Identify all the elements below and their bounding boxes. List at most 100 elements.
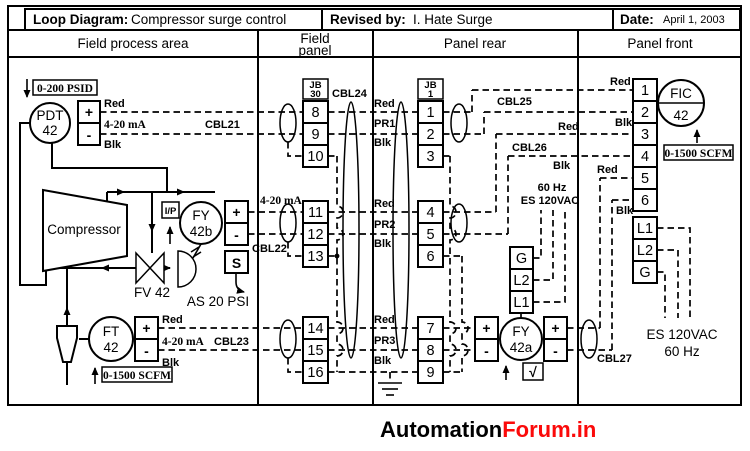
control-valve-fv42: FV 42 (134, 250, 197, 300)
terminal-label: 4 (426, 205, 434, 221)
jb1-label: JB (424, 80, 436, 91)
power-freq-label: 60 Hz (538, 182, 567, 194)
wire-color-label: Red (104, 98, 125, 110)
fy42b-tag-number: 42b (190, 224, 213, 239)
cable-label-cbl23: CBL23 (214, 336, 249, 348)
cable-jacket-ellipse (392, 101, 410, 359)
fy42b-tag: FY (192, 208, 209, 223)
signal-range-label: 4-20 mA (104, 119, 147, 131)
terminal-label: 7 (426, 321, 434, 337)
ip-label: I/P (165, 206, 177, 217)
header-field-process-area: Field process area (77, 36, 189, 51)
pair3-blk-label: Blk (374, 355, 392, 367)
cable-shield-ellipse (450, 203, 468, 243)
pair2-blk-label: Blk (374, 238, 392, 250)
compressor: Compressor (42, 188, 128, 273)
fy42a-left-plus-terminal: + (482, 320, 490, 336)
fy42a-right-minus-terminal: - (553, 343, 558, 359)
jb1-number: 1 (428, 89, 434, 100)
cbl27-wires: CBL27 Red Blk (567, 164, 634, 365)
footer-brand: AutomationForum.in (380, 417, 596, 442)
jb30-number: 30 (310, 89, 321, 100)
terminal-label: 9 (311, 127, 319, 143)
cable-label-cbl21: CBL21 (205, 119, 240, 131)
pair1-red-label: Red (374, 98, 395, 110)
terminal-label: G (516, 251, 527, 267)
shield-risers (443, 155, 469, 373)
fic-range-label: 0-1500 SCFM (664, 148, 732, 160)
terminal-label: 3 (426, 149, 434, 165)
cable-label-cbl25: CBL25 (497, 96, 532, 108)
terminal-label: 6 (641, 193, 649, 209)
loop-diagram-label: Loop Diagram: (33, 12, 128, 27)
cbl22-wires: 4-20 mA CBL22 (248, 195, 303, 257)
terminal-label: 2 (426, 127, 434, 143)
junction-dot (334, 253, 340, 259)
terminal-label: 14 (307, 321, 323, 337)
revised-by-label: Revised by: (330, 12, 406, 27)
power-freq-label: 60 Hz (664, 344, 700, 359)
jb1-terminal-block: JB 1 1 2 3 4 5 6 7 8 9 (417, 78, 444, 384)
power-source-label: ES 120VAC (521, 195, 580, 207)
terminal-label: 5 (641, 171, 649, 187)
terminal-label: 4 (641, 149, 649, 165)
wire-color-label: Blk (104, 139, 122, 151)
terminal-label: L2 (637, 243, 653, 259)
ft-transmitter: FT 42 + - 0-1500 SCFM (56, 316, 173, 384)
cbl25-wires: CBL25 (443, 89, 633, 143)
jb30-terminal-block: JB 30 8 9 10 11 12 13 14 15 16 (302, 78, 329, 384)
fy42a-tag-number: 42a (510, 340, 533, 355)
wire-color-label: Blk (615, 117, 633, 129)
ip-box (161, 201, 180, 219)
fic-range-box (663, 144, 734, 161)
wire-color-label: Blk (616, 205, 634, 217)
terminal-label: 13 (307, 249, 323, 265)
terminal-label: 8 (311, 105, 319, 121)
cable-label-cbl27: CBL27 (597, 353, 632, 365)
header-field-panel-line1: Field (300, 31, 329, 46)
terminal-label: 3 (641, 127, 649, 143)
cable-shield-ellipse (450, 103, 468, 143)
cbl24-cable: CBL24 Red PR1 Blk Red PR2 Blk Red PR3 Bl… (328, 88, 418, 373)
terminal-label: 16 (307, 365, 323, 381)
power-wiring-rear: 60 Hz ES 120VAC (520, 182, 580, 318)
terminal-label: L2 (513, 273, 529, 289)
power-terminal-block-rear: G L2 L1 (509, 246, 534, 314)
fy42a-converter: + - FY 42a + - √ (443, 316, 568, 381)
wire-color-label: Blk (553, 160, 571, 172)
fy42b-s-terminal: S (232, 255, 241, 271)
jb30-label: JB (309, 80, 321, 91)
title-bar: Loop Diagram: Compressor surge control R… (33, 12, 725, 27)
cable-shield-ellipse (279, 319, 297, 359)
cable-shield-ellipse (580, 319, 598, 359)
compressor-label: Compressor (47, 222, 121, 237)
terminal-label: 8 (426, 343, 434, 359)
column-headers: Field process area Field panel Panel rea… (77, 31, 692, 58)
fy42b-minus-terminal: - (234, 227, 239, 243)
cable-jacket-ellipse (342, 101, 360, 359)
revised-by-value: I. Hate Surge (413, 12, 493, 27)
terminal-label: 2 (641, 105, 649, 121)
brand-black: Automation (380, 417, 502, 442)
terminal-label: 9 (426, 365, 434, 381)
terminal-label: 10 (307, 149, 323, 165)
pair3-red-label: Red (374, 314, 395, 326)
header-panel-rear: Panel rear (444, 36, 507, 51)
fic-tag-number: 42 (673, 108, 688, 123)
pair2-red-label: Red (374, 198, 395, 210)
header-field-panel-line2: panel (298, 43, 331, 58)
pair2-name-label: PR2 (374, 219, 395, 231)
valve-label: FV 42 (134, 285, 170, 300)
pdt-tag: PDT (37, 108, 64, 123)
fy42a-right-plus-terminal: + (551, 320, 559, 336)
fy42a-left-minus-terminal: - (484, 343, 489, 359)
flow-nozzle (56, 325, 78, 363)
terminal-label: 6 (426, 249, 434, 265)
fic-tag: FIC (670, 86, 692, 101)
cbl21-wires: Red 4-20 mA Blk CBL21 (100, 98, 303, 157)
date-label: Date: (620, 12, 654, 27)
shield-drain-bus (328, 155, 344, 372)
power-wiring-front: ES 120VAC 60 Hz (646, 227, 718, 359)
terminal-label: 12 (307, 227, 323, 243)
